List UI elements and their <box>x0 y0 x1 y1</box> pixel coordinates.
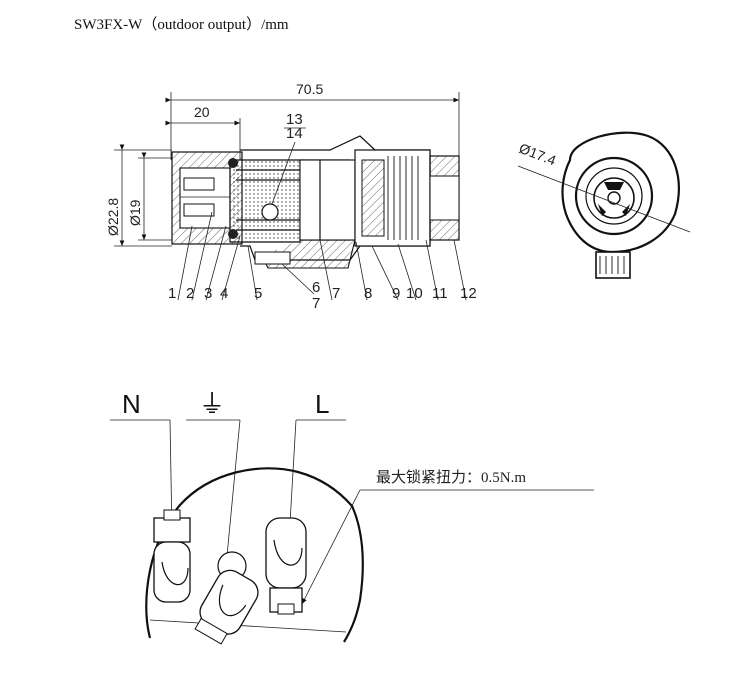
callout-4: 4 <box>220 285 228 302</box>
dimension-front: 20 <box>194 104 210 120</box>
callout-8: 8 <box>364 285 372 302</box>
callout-13: 13 <box>286 111 303 128</box>
dimension-dia-face: Ø17.4 <box>517 140 559 169</box>
drawing-title: SW3FX-W（outdoor output）/mm <box>74 16 289 33</box>
callout-6: 6 <box>312 279 320 296</box>
callout-14: 14 <box>286 125 303 142</box>
dimension-length: 70.5 <box>296 81 323 97</box>
torque-note: 最大锁紧扭力：0.5N.m <box>376 469 526 486</box>
earth-terminal <box>194 551 259 645</box>
callout-1: 1 <box>168 285 176 302</box>
callout-3: 3 <box>204 285 212 302</box>
callout-7a: 7 <box>312 295 320 312</box>
callout-12: 12 <box>460 285 477 302</box>
callout-7b: 7 <box>332 285 340 302</box>
live-terminal <box>265 517 307 615</box>
callout-11: 11 <box>432 285 448 302</box>
side-section-view: 70.5 20 Ø22.8 Ø19 <box>105 81 477 312</box>
dimension-dia-inner: Ø19 <box>127 199 143 226</box>
callout-9: 9 <box>392 285 400 302</box>
wiring-detail-view: N ⏚ L 最大锁紧扭力：0.5N.m <box>110 389 594 645</box>
callout-5: 5 <box>254 285 262 302</box>
label-neutral: N <box>122 389 141 419</box>
callout-2: 2 <box>186 285 194 302</box>
label-live: L <box>315 389 329 419</box>
callout-10: 10 <box>406 285 423 302</box>
callout-numbers: 1 2 3 4 5 6 7 7 8 9 10 11 12 <box>168 279 477 312</box>
front-face-view: Ø17.4 <box>517 131 691 279</box>
neutral-terminal <box>153 509 191 603</box>
dimension-dia-outer: Ø22.8 <box>105 198 121 236</box>
label-earth: ⏚ <box>199 389 225 419</box>
